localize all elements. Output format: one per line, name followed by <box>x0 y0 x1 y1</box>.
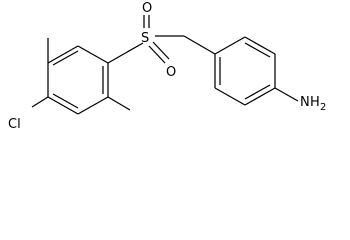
ring-right-bond <box>244 36 276 55</box>
ch2-ring-bond <box>183 35 216 55</box>
s-o-bottom-bond <box>148 45 166 64</box>
ring-left-bond <box>77 96 109 115</box>
hydrogen-count-subscript: 2 <box>320 102 326 113</box>
oxygen-top-atom-label: O <box>142 1 152 16</box>
ring-left-bond <box>47 96 79 115</box>
oxygen-bottom-atom-label: O <box>166 65 176 80</box>
nitrogen-atom-label: N <box>300 95 310 110</box>
c-n-bond <box>274 87 299 102</box>
ring-right-double-bond <box>244 84 271 100</box>
s-o-bottom-bond <box>152 41 170 60</box>
ring-right-bond <box>244 87 276 106</box>
structure-diagram: Cl S O O N H 2 <box>8 1 327 132</box>
ring-left-double-bond <box>52 50 79 66</box>
c-s-bond <box>107 42 144 64</box>
sulfur-atom-label: S <box>141 31 149 46</box>
ring-right-double-bond <box>244 42 271 58</box>
ring-right-bond <box>214 36 246 55</box>
hydrogen-atom-label: H <box>310 95 320 110</box>
molecule-drawing: Cl S O O N H 2 <box>8 1 326 132</box>
methyl-bottom-bond <box>107 96 131 111</box>
ring-right-bond <box>214 87 246 106</box>
ring-left-double-bond <box>52 93 79 109</box>
ring-left-bond <box>47 45 79 64</box>
chlorine-atom-label: Cl <box>8 117 21 132</box>
c-cl-bond <box>31 96 49 108</box>
ring-left-bond <box>77 45 109 64</box>
